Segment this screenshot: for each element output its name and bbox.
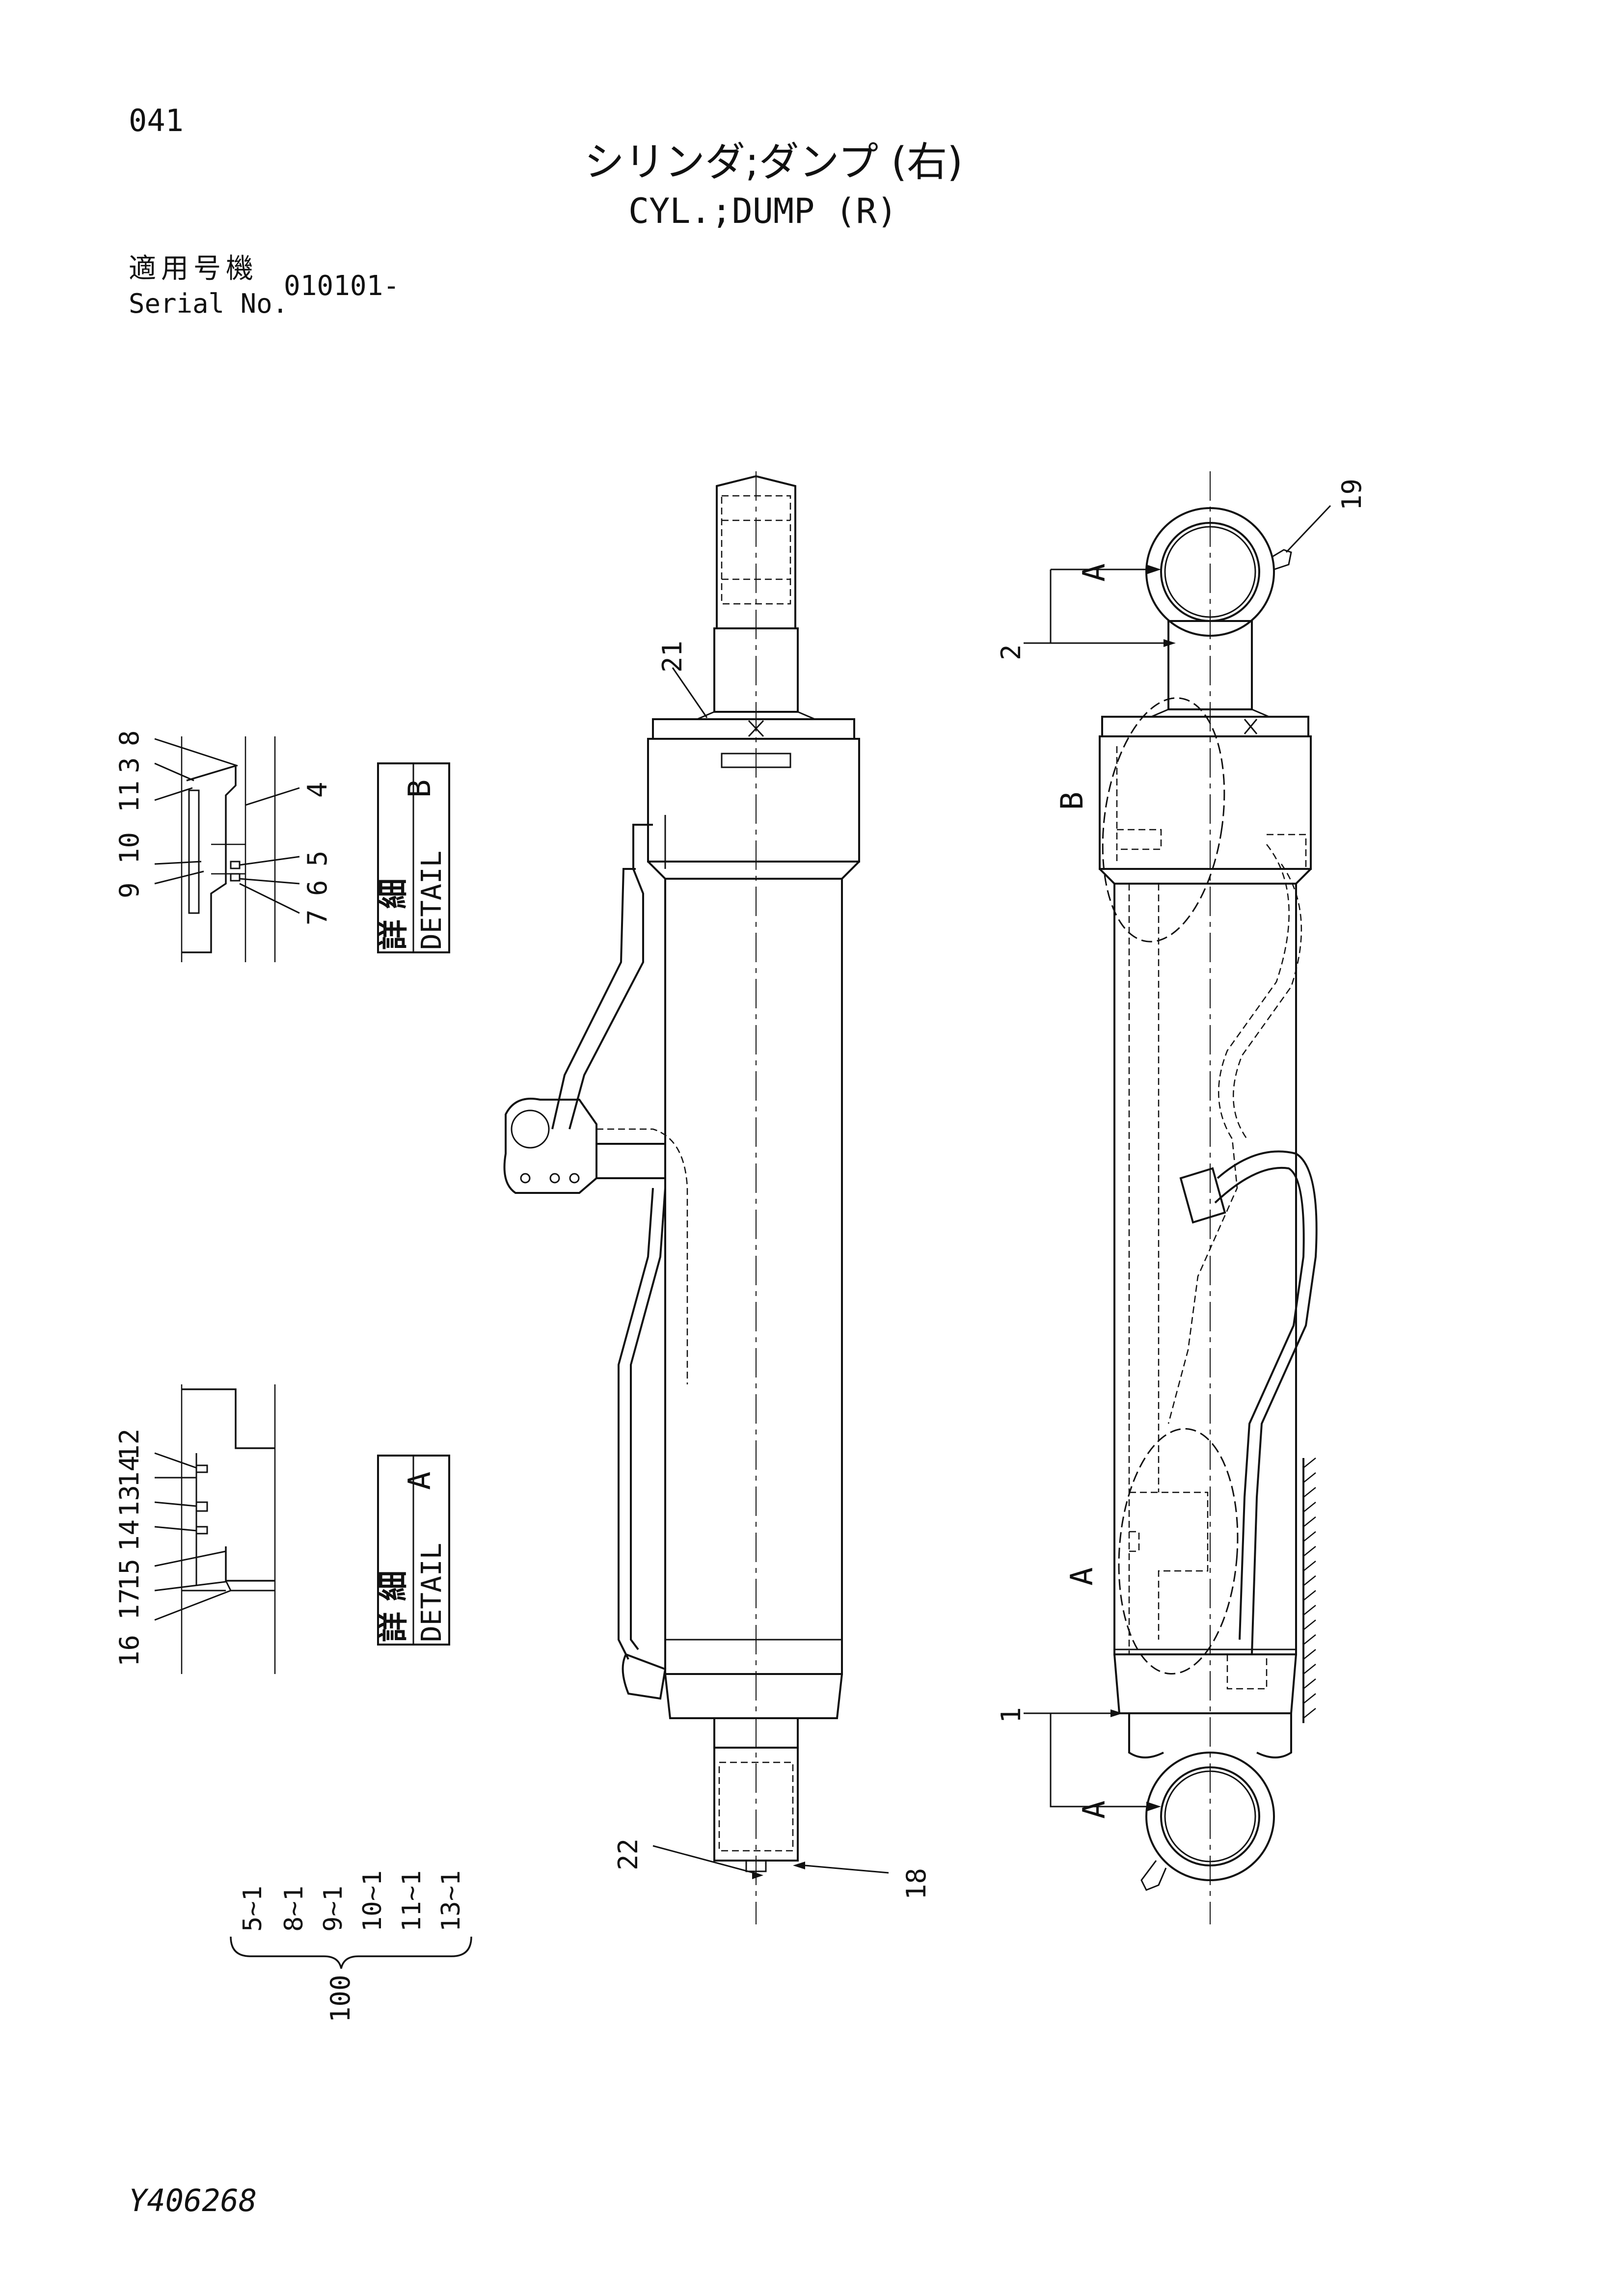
detail-b-drawing: [154, 736, 300, 962]
kit-item: 11~1: [397, 1870, 427, 1932]
detail-b-label-en: DETAIL: [416, 851, 448, 950]
detail-b-label-box: 詳 細 DETAIL B: [375, 762, 450, 953]
detail-a-label-en: DETAIL: [416, 1543, 448, 1642]
serial-number-value: 010101-: [284, 270, 400, 302]
kit-item: 5~1: [238, 1886, 268, 1932]
section-label: A: [1076, 564, 1112, 582]
section-label: B: [1054, 792, 1090, 810]
detail-b-callout: 10: [114, 832, 145, 864]
kit-item: 8~1: [279, 1886, 309, 1932]
detail-a-callout: 14: [114, 1519, 145, 1551]
right-callout: 2: [996, 644, 1027, 660]
detail-a-letter: A: [402, 1472, 437, 1490]
detail-a-callout: 12: [114, 1429, 145, 1460]
section-label: A: [1076, 1801, 1112, 1819]
right-callout: 19: [1336, 479, 1367, 511]
detail-a-drawing: [154, 1384, 276, 1674]
detail-a-callout: 15: [114, 1559, 145, 1591]
section-label: A: [1064, 1567, 1100, 1586]
detail-b-callout: 3: [114, 757, 145, 773]
left-callout: 22: [613, 1838, 644, 1870]
detail-b-callout: 11: [114, 781, 145, 812]
kit-item: 9~1: [319, 1886, 348, 1932]
detail-b-label-ja: 詳 細: [375, 878, 411, 950]
detail-b-letter: B: [402, 780, 437, 798]
serial-label-english: Serial No.: [129, 288, 289, 319]
page-title-japanese: シリンダ;ダンプ (右): [584, 139, 963, 186]
document-code: Y406268: [129, 2183, 257, 2218]
kit-callouts: 5~1 8~1 9~1 10~1 11~1 13~1 100: [238, 1870, 466, 2023]
detail-b-callout: 6: [302, 880, 333, 896]
detail-a-callout-group: 16 17 15 14 13 14 12: [114, 1429, 145, 1667]
detail-a-callout: 16: [114, 1635, 145, 1667]
page-number: 041: [129, 103, 184, 138]
right-callout: 1: [996, 1707, 1027, 1723]
cylinder-right-callouts: 19 2 1 A B A A: [996, 479, 1367, 1819]
serial-label-japanese: 適用号機: [129, 253, 258, 285]
detail-b-callout-group: 9 10 11 3 8 4 5 6 7: [114, 730, 333, 925]
kit-number: 100: [325, 1974, 356, 2023]
detail-a-callout: 13: [114, 1485, 145, 1517]
detail-b-callout: 7: [302, 909, 333, 925]
page-title-english: CYL.;DUMP (R): [628, 191, 897, 231]
cylinder-left-callouts: 21 22 18: [613, 641, 932, 1900]
detail-a-label-box: 詳 細 DETAIL A: [375, 1455, 450, 1646]
detail-b-callout: 9: [114, 882, 145, 898]
left-callout: 18: [901, 1868, 932, 1900]
detail-b-callout: 8: [114, 730, 145, 746]
detail-b-callout: 5: [302, 850, 333, 866]
detail-a-callout: 14: [114, 1456, 145, 1487]
detail-b-callout: 4: [302, 782, 333, 798]
kit-item: 10~1: [358, 1870, 387, 1932]
kit-item: 13~1: [436, 1870, 466, 1932]
detail-a-label-ja: 詳 細: [375, 1570, 411, 1642]
detail-a-callout: 17: [114, 1588, 145, 1620]
cylinder-right-view: [1024, 471, 1331, 1924]
cylinder-left-view: [503, 471, 889, 1924]
kit-brace: [230, 1936, 472, 1969]
left-callout: 21: [657, 641, 688, 673]
